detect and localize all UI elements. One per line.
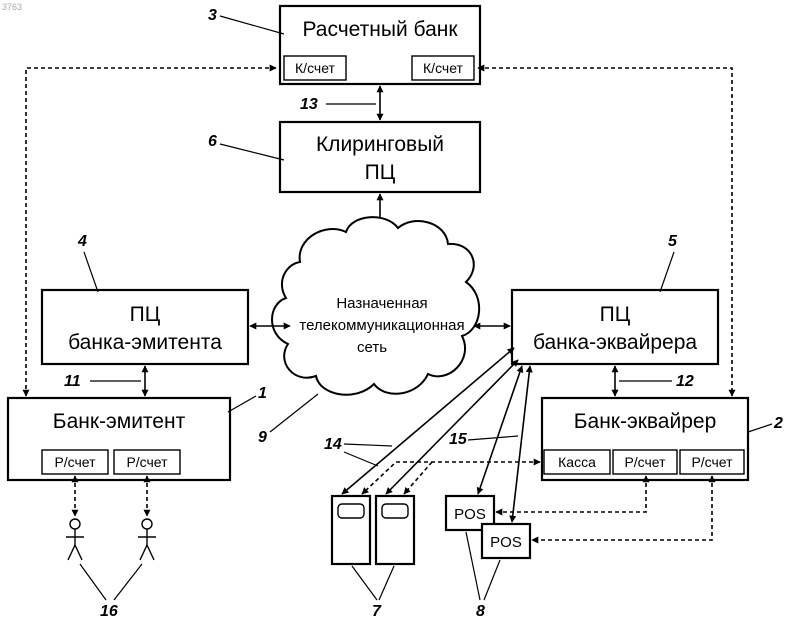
acquirer-pc-line2: банка-эквайрера xyxy=(533,331,697,354)
issuer-account-2-label: Р/счет xyxy=(126,454,168,470)
label-5: 5 xyxy=(668,233,678,250)
acquirer-pc-box: ПЦ банка-эквайрера xyxy=(512,290,718,364)
leader-14a xyxy=(344,444,392,446)
clearing-pc-line1: Клиринговый xyxy=(316,133,444,156)
label-16: 16 xyxy=(100,603,118,620)
acquirer-pc-line1: ПЦ xyxy=(600,303,631,326)
label-11: 11 xyxy=(64,373,81,390)
label-9: 9 xyxy=(258,429,267,446)
leader-7a xyxy=(352,566,377,600)
acquirer-bank-box: Банк-эквайрер Касса Р/счет Р/счет xyxy=(542,398,748,480)
clearing-pc-line2: ПЦ xyxy=(365,161,396,184)
cardholder-1-icon xyxy=(66,519,84,560)
leader-16b xyxy=(114,564,142,600)
label-4: 4 xyxy=(77,233,87,250)
leader-14b xyxy=(344,452,378,466)
network-line2: телекоммуникационная xyxy=(299,317,464,334)
settlement-account-left-label: К/счет xyxy=(295,60,336,76)
leader-8a xyxy=(466,532,480,600)
leader-8b xyxy=(484,560,500,600)
atm-1 xyxy=(332,496,370,564)
label-1: 1 xyxy=(258,385,267,402)
pos-terminal-2: POS xyxy=(482,524,530,558)
settlement-account-right-label: К/счет xyxy=(423,60,464,76)
network-line1: Назначенная xyxy=(336,295,427,312)
dashed-link-cashbox-atm2 xyxy=(404,462,432,494)
label-13: 13 xyxy=(300,96,318,113)
leader-16a xyxy=(80,564,106,600)
pos-1-label: POS xyxy=(454,506,486,523)
label-14: 14 xyxy=(324,436,342,453)
leader-6 xyxy=(220,144,284,160)
issuer-bank-title: Банк-эмитент xyxy=(53,410,186,433)
dashed-link-account1-pos1 xyxy=(496,476,646,512)
label-15: 15 xyxy=(449,431,468,448)
issuer-pc-box: ПЦ банка-эмитента xyxy=(42,290,248,364)
acquirer-bank-title: Банк-эквайрер xyxy=(574,410,717,433)
clearing-pc-box: Клиринговый ПЦ xyxy=(280,122,480,192)
label-7: 7 xyxy=(372,603,382,620)
label-2: 2 xyxy=(773,415,783,432)
acquirer-account-2-label: Р/счет xyxy=(691,454,733,470)
label-3: 3 xyxy=(208,7,217,24)
leader-3 xyxy=(220,16,284,34)
cardholder-2-icon xyxy=(138,519,156,560)
issuer-pc-line1: ПЦ xyxy=(130,303,161,326)
network-line3: сеть xyxy=(357,339,387,356)
link-pos1-acquirer-pc xyxy=(478,366,522,494)
issuer-bank-box: Банк-эмитент Р/счет Р/счет xyxy=(8,398,230,480)
pos-2-label: POS xyxy=(490,534,522,551)
settlement-bank-title: Расчетный банк xyxy=(302,18,458,41)
settlement-bank-box: Расчетный банк К/счет К/счет xyxy=(280,6,480,84)
watermark: 3763 xyxy=(2,2,22,12)
leader-2 xyxy=(748,424,772,432)
leader-4 xyxy=(84,252,98,292)
leader-7b xyxy=(379,566,394,600)
label-12: 12 xyxy=(676,373,694,390)
acquirer-cashbox-label: Касса xyxy=(558,454,596,470)
dashed-link-account2-pos2 xyxy=(532,476,712,540)
acquirer-account-1-label: Р/счет xyxy=(624,454,666,470)
dashed-link-cashbox-atm1 xyxy=(362,462,540,494)
leader-5 xyxy=(660,252,674,292)
leader-15 xyxy=(468,436,518,440)
issuer-pc-line2: банка-эмитента xyxy=(68,331,222,354)
label-6: 6 xyxy=(208,133,217,150)
issuer-account-1-label: Р/счет xyxy=(54,454,96,470)
leader-1 xyxy=(228,396,256,412)
atm-2 xyxy=(376,496,414,564)
leader-9 xyxy=(270,394,318,432)
telecom-network-cloud: Назначенная телекоммуникационная сеть xyxy=(272,217,479,395)
label-8: 8 xyxy=(476,603,485,620)
